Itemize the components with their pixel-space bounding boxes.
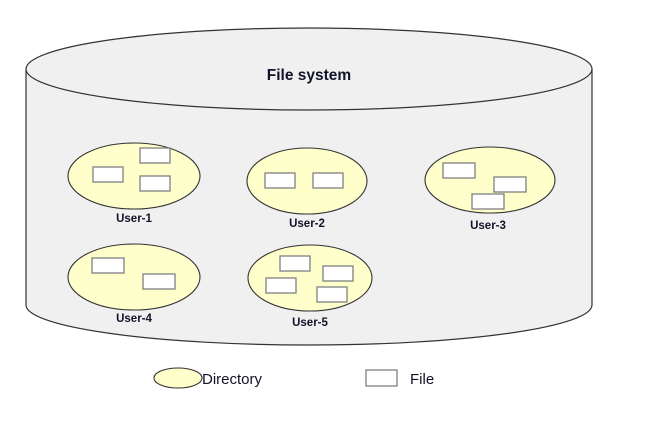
file-rect[interactable] — [279, 255, 311, 272]
legend-item-file: File — [365, 369, 434, 388]
directory-ellipse[interactable] — [67, 142, 201, 210]
directory-group-user-3[interactable]: User-3 — [424, 146, 556, 232]
directory-label: User-2 — [289, 218, 325, 230]
legend-label-file: File — [410, 371, 434, 388]
directory-ellipse[interactable] — [246, 147, 368, 215]
legend-label-directory: Directory — [202, 371, 263, 388]
legend: Directory File — [153, 367, 434, 389]
directory-legend-icon — [153, 367, 203, 389]
directory-ellipse[interactable] — [67, 243, 201, 311]
file-rect[interactable] — [265, 277, 297, 294]
directory-group-user-2[interactable]: User-2 — [246, 147, 368, 230]
directory-label: User-3 — [470, 220, 506, 232]
file-rect[interactable] — [442, 162, 476, 179]
directory-group-user-4[interactable]: User-4 — [67, 243, 201, 325]
directory-label: User-4 — [116, 313, 152, 325]
directory-label: User-5 — [292, 317, 328, 329]
file-rect[interactable] — [316, 286, 348, 303]
file-rect[interactable] — [471, 193, 505, 210]
legend-item-directory: Directory — [153, 367, 263, 389]
diagram-title: File system — [267, 67, 351, 84]
file-legend-icon — [365, 369, 398, 387]
file-rect[interactable] — [92, 166, 124, 183]
file-rect[interactable] — [91, 257, 125, 274]
file-rect[interactable] — [493, 176, 527, 193]
file-rect[interactable] — [142, 273, 176, 290]
file-rect[interactable] — [312, 172, 344, 189]
cylinder-top-ellipse — [25, 27, 593, 111]
directory-group-user-1[interactable]: User-1 — [67, 142, 201, 225]
file-rect[interactable] — [264, 172, 296, 189]
file-rect[interactable] — [139, 175, 171, 192]
directory-group-user-5[interactable]: User-5 — [247, 244, 373, 329]
file-rect[interactable] — [139, 147, 171, 164]
file-rect[interactable] — [322, 265, 354, 282]
directory-label: User-1 — [116, 213, 152, 225]
